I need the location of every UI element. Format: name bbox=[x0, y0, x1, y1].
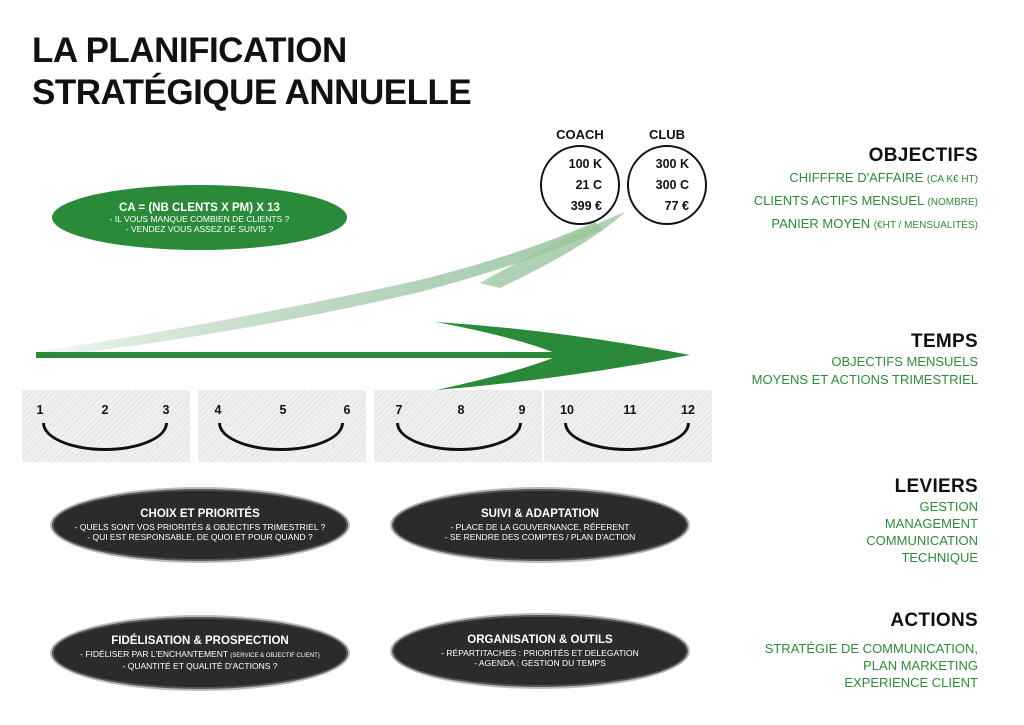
page-title: LA PLANIFICATION STRATÉGIQUE ANNUELLE bbox=[32, 30, 472, 114]
objectifs-line-1: CHIFFFRE D'AFFAIRE (CA K€ HT) bbox=[754, 167, 978, 190]
objectifs-title: OBJECTIFS bbox=[868, 145, 978, 166]
time-arrow-shaft bbox=[36, 352, 640, 358]
actions-section: ACTIONS STRATÉGIE DE COMMUNICATION, PLAN… bbox=[765, 610, 978, 691]
formula-title: CA = (NB CLENTS X PM) X 13 bbox=[119, 201, 280, 214]
objectifs-line-3: PANIER MOYEN (€HT / MENSUALITÉS) bbox=[754, 213, 978, 236]
month-1: 1 bbox=[36, 403, 44, 417]
objectifs-line-3-unit: (€HT / MENSUALITÉS) bbox=[873, 220, 978, 231]
organisation-pill: ORGANISATION & OUTILS - RÉPARTITACHES : … bbox=[392, 615, 688, 687]
actions-item-2: PLAN MARKETING bbox=[863, 658, 978, 673]
club-clients: 300 C bbox=[655, 177, 689, 192]
coach-basket: 399 € bbox=[570, 198, 602, 213]
leviers-item-3: COMMUNICATION bbox=[866, 533, 978, 548]
suivi-title: SUIVI & ADAPTATION bbox=[481, 508, 599, 520]
organisation-line-2: - AGENDA : GESTION DU TEMPS bbox=[474, 658, 606, 668]
formula-line-2: - VENDEZ VOUS ASSEZ DE SUIVIS ? bbox=[125, 223, 274, 234]
choix-pill: CHOIX ET PRIORITÉS - QUELS SONT VOS PRIO… bbox=[52, 489, 348, 561]
fidelisation-line-1-text: - FIDÉLISER PAR L'ENCHANTEMENT bbox=[80, 649, 228, 659]
actions-title: ACTIONS bbox=[890, 610, 978, 631]
rising-arrow-head bbox=[480, 212, 625, 288]
month-2: 2 bbox=[101, 403, 109, 417]
month-8: 8 bbox=[457, 403, 465, 417]
month-4: 4 bbox=[214, 403, 222, 417]
club-header: CLUB bbox=[648, 127, 686, 142]
actions-item-3: EXPERIENCE CLIENT bbox=[844, 675, 978, 690]
leviers-item-2: MANAGEMENT bbox=[884, 516, 978, 531]
month-6: 6 bbox=[343, 403, 351, 417]
month-11: 11 bbox=[623, 403, 637, 417]
choix-line-2: - QUI EST RESPONSABLE, DE QUOI ET POUR Q… bbox=[87, 532, 313, 542]
club-circle: 300 K 300 C 77 € bbox=[627, 145, 707, 225]
objectifs-line-1-unit: (CA K€ HT) bbox=[926, 174, 978, 185]
time-arrow-head bbox=[436, 322, 690, 390]
page-title-line-1: LA PLANIFICATION bbox=[32, 31, 347, 70]
suivi-line-2: - SE RENDRE DES COMPTES / PLAN D'ACTION bbox=[444, 532, 636, 542]
objectifs-line-3-text: PANIER MOYEN bbox=[771, 216, 871, 231]
page-title-line-2: STRATÉGIQUE ANNUELLE bbox=[32, 73, 472, 112]
month-12: 12 bbox=[681, 403, 695, 417]
suivi-pill: SUIVI & ADAPTATION - PLACE DE LA GOUVERN… bbox=[392, 489, 688, 561]
organisation-line-1: - RÉPARTITACHES : PRIORITÉS ET DELEGATIO… bbox=[441, 648, 639, 658]
month-7: 7 bbox=[395, 403, 403, 417]
temps-title: TEMPS bbox=[911, 331, 978, 352]
coach-header: COACH bbox=[556, 127, 604, 142]
month-9: 9 bbox=[518, 403, 526, 417]
fidelisation-title: FIDÉLISATION & PROSPECTION bbox=[111, 635, 289, 647]
suivi-line-1: - PLACE DE LA GOUVERNANCE, RÉFERENT bbox=[450, 522, 630, 532]
leviers-section: LEVIERS GESTION MANAGEMENT COMMUNICATION… bbox=[866, 476, 978, 566]
coach-revenue: 100 K bbox=[568, 156, 602, 171]
organisation-title: ORGANISATION & OUTILS bbox=[467, 634, 613, 646]
fidelisation-line-1: - FIDÉLISER PAR L'ENCHANTEMENT (SERVICE … bbox=[54, 649, 346, 661]
objectifs-line-2-unit: (NOMBRE) bbox=[927, 197, 978, 208]
actions-item-1: STRATÉGIE DE COMMUNICATION, bbox=[764, 641, 978, 656]
leviers-title: LEVIERS bbox=[894, 476, 978, 497]
leviers-item-4: TECHNIQUE bbox=[901, 550, 978, 565]
leviers-item-1: GESTION bbox=[919, 499, 978, 514]
fidelisation-line-2: - QUANTITÉ ET QUALITÉ D'ACTIONS ? bbox=[122, 661, 278, 671]
objectifs-section: OBJECTIFS CHIFFFRE D'AFFAIRE (CA K€ HT) … bbox=[754, 145, 978, 236]
month-3: 3 bbox=[162, 403, 170, 417]
formula-line-1: - IL VOUS MANQUE COMBIEN DE CLIENTS ? bbox=[109, 213, 290, 224]
fidelisation-line-1-note: (SERVICE & OBJECTIF CLIENT) bbox=[230, 653, 320, 659]
formula-pill: CA = (NB CLENTS X PM) X 13 - IL VOUS MAN… bbox=[52, 185, 347, 250]
month-5: 5 bbox=[279, 403, 287, 417]
month-10: 10 bbox=[560, 403, 574, 417]
objectifs-line-1-text: CHIFFFRE D'AFFAIRE bbox=[789, 170, 924, 185]
club-basket: 77 € bbox=[664, 198, 689, 213]
temps-line-2: MOYENS ET ACTIONS TRIMESTRIEL bbox=[751, 372, 978, 387]
objectifs-line-2-text: CLIENTS ACTIFS MENSUEL bbox=[753, 193, 924, 208]
choix-title: CHOIX ET PRIORITÉS bbox=[140, 508, 260, 520]
objectifs-line-2: CLIENTS ACTIFS MENSUEL (NOMBRE) bbox=[754, 190, 978, 213]
choix-line-1: - QUELS SONT VOS PRIORITÉS & OBJECTIFS T… bbox=[74, 522, 326, 532]
temps-section: TEMPS OBJECTIFS MENSUELS MOYENS ET ACTIO… bbox=[752, 331, 978, 389]
coach-circle: 100 K 21 C 399 € bbox=[540, 145, 620, 225]
coach-clients: 21 C bbox=[575, 177, 602, 192]
temps-line-1: OBJECTIFS MENSUELS bbox=[831, 354, 978, 369]
fidelisation-pill: FIDÉLISATION & PROSPECTION - FIDÉLISER P… bbox=[52, 617, 348, 689]
club-revenue: 300 K bbox=[655, 156, 689, 171]
rising-arrow-body bbox=[38, 222, 603, 358]
